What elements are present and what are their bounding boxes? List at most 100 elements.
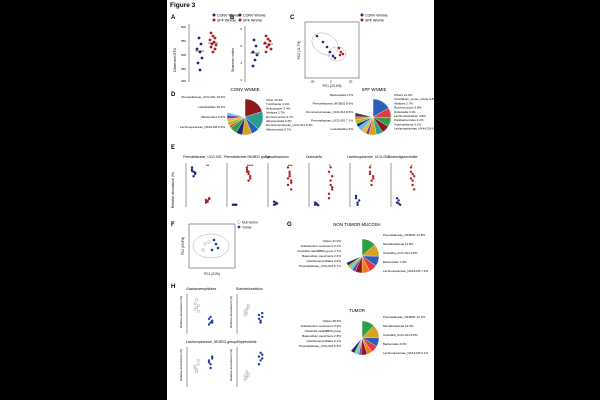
panel-h-point-tumor xyxy=(211,321,214,324)
legend-conv-label: CONV Wnmie xyxy=(217,14,240,18)
panel-e-point-spf xyxy=(409,170,413,173)
figure-page: Figure 3 A CONV Wnmie SPF Wnmie 600 550 … xyxy=(167,0,434,400)
pie-spf-slice xyxy=(355,98,374,118)
panel-e-point-spf xyxy=(368,166,372,169)
panel-e-point-spf xyxy=(409,166,413,169)
panel-h-point-tumor xyxy=(259,321,262,324)
panel-b-tick-4: 3 xyxy=(240,78,242,82)
panel-e-point-conv xyxy=(395,197,399,200)
panel-a-tick-3: 500 xyxy=(181,53,186,57)
panel-c-points xyxy=(315,34,345,60)
panel-e-point-spf xyxy=(245,170,249,173)
pie-label: Dubosiella 3.1% xyxy=(394,110,416,114)
panel-h-point-tumor xyxy=(207,323,211,326)
panel-e-point-spf xyxy=(204,201,208,204)
panel-e-significance: * xyxy=(329,163,331,168)
panel-c-xtick-3: 20 xyxy=(349,80,353,84)
panel-c-frame xyxy=(304,21,360,79)
panel-c-letter: C xyxy=(290,15,295,21)
pie-conv xyxy=(226,98,264,136)
pie-label: Bacteroides 17% xyxy=(330,93,353,97)
panel-c-xlabel: PC1 (23.1%) xyxy=(323,84,342,88)
pie-label: Other 20.3% xyxy=(266,98,283,102)
panel-h-point-nontumor xyxy=(243,313,247,317)
pie-nontumor-slice xyxy=(344,238,363,263)
panel-b-dots xyxy=(250,34,273,68)
panel-h-point-tumor xyxy=(211,357,214,360)
panel-h-point-nontumor xyxy=(243,309,247,313)
panel-b-letter: B xyxy=(230,15,235,21)
panel-h-point-nontumor xyxy=(245,370,249,374)
panel-f-points xyxy=(201,238,220,252)
panel-h-point-tumor xyxy=(261,311,264,315)
panel-e-point-spf xyxy=(329,179,332,182)
panel-f-letter: F xyxy=(171,222,175,228)
panel-e-point-conv xyxy=(399,203,402,206)
panel-c-ellipse-conv xyxy=(311,32,339,56)
panel-e-point-conv xyxy=(354,194,358,198)
panel-e-point-spf xyxy=(247,179,250,182)
pie-nontumor xyxy=(344,238,380,274)
pie-label: Prevotellaceae_UCG-001 19.6% xyxy=(181,95,225,99)
panel-e-significance: **** xyxy=(247,163,254,168)
panel-f-ellipse xyxy=(192,233,230,259)
panel-e-point-spf xyxy=(245,166,249,169)
legend-spf-b-marker xyxy=(238,18,242,22)
panel-h-point-nontumor xyxy=(245,311,249,315)
pie-label: Allopreovtella 2.2% xyxy=(266,119,292,123)
pie-tumor xyxy=(344,320,380,356)
pie-label: Eubacterium ventriosum 3.9% xyxy=(301,324,341,328)
pie-label: Others 38.9% xyxy=(323,319,342,323)
pie-label: Gastranaerophilales 2.1% xyxy=(306,339,341,343)
panel-e-point-spf xyxy=(370,183,373,187)
panel-e-point-spf xyxy=(249,177,252,180)
panel-e-point-spf xyxy=(372,175,375,178)
panel-h-ylabel: Relative abundance (%) xyxy=(179,296,183,328)
panel-h-point-nontumor xyxy=(196,309,200,313)
panel-h-letter: H xyxy=(171,284,175,290)
panel-h-point-tumor xyxy=(259,319,262,322)
panel-a-tick-4: 450 xyxy=(181,67,186,71)
pie-spf xyxy=(354,98,392,136)
panel-h-point-tumor xyxy=(211,355,214,358)
panel-e-point-spf xyxy=(286,166,290,169)
pie-label: Clostridium_sensu_stricto 3.8% xyxy=(394,97,434,101)
panel-e-point-spf xyxy=(368,170,372,173)
panel-h-point-tumor xyxy=(257,317,261,320)
panel-e-taxon: Dubosiella xyxy=(306,155,322,159)
panel-h-point-tumor xyxy=(209,363,212,366)
legend-conv-marker xyxy=(212,13,216,17)
figure-title: Figure 3 xyxy=(170,2,196,9)
panel-e-point-conv xyxy=(194,171,197,174)
panel-h-ylabel: Relative abundance (%) xyxy=(229,349,233,381)
pie-label: Clostridia_UCG-014 8.8% xyxy=(383,333,418,337)
panel-c-xtick-1: -20 xyxy=(310,80,315,84)
pie-label: Lachnospiraceae_NK4A136 7.4% xyxy=(383,269,428,273)
panel-h-point-tumor xyxy=(259,359,262,362)
panel-h-taxon: Gastranaerophilales xyxy=(186,287,217,291)
pie-label: Anaeroplasma 3.1% xyxy=(394,122,421,126)
pie-label: Prevotellaceae_NK3B31 12.2% xyxy=(383,315,425,319)
panel-h-point-tumor xyxy=(211,319,214,322)
panel-h-point-nontumor xyxy=(193,307,197,311)
legend-spf-c-marker xyxy=(360,18,364,22)
panel-b-tick-1: 6 xyxy=(240,27,242,31)
pie-label: Others 31.9% xyxy=(323,239,342,243)
pie-label: Clostridia vadinBB60 group xyxy=(305,329,342,333)
panel-d-letter: D xyxy=(171,92,176,98)
legend-conv-b-label: CONV Wnmie xyxy=(243,14,266,18)
pie-label: Gastranaerophilales 3.6% xyxy=(306,259,341,263)
panel-h-taxon: Alloprevotella xyxy=(235,340,256,344)
pie-label: Lactobacillus 16.4% xyxy=(198,105,225,109)
panel-e-point-spf xyxy=(245,168,249,171)
panel-e-point-spf xyxy=(288,172,291,176)
panel-e-point-conv xyxy=(313,201,317,204)
panel-e-plots: Prevotellaceae_UCG-001**Prevotellaceae N… xyxy=(183,155,418,207)
panel-c-ylabel: PC2 (11.7%) xyxy=(297,41,301,60)
panel-h-point-nontumor xyxy=(196,362,200,366)
panel-e-point-spf xyxy=(331,186,334,189)
pie-label: Others 21.2% xyxy=(394,93,413,97)
pie-label: Akkermansia 5.7% xyxy=(266,127,291,131)
panel-e-point-spf xyxy=(249,175,252,178)
panel-e-letter: E xyxy=(171,145,175,151)
